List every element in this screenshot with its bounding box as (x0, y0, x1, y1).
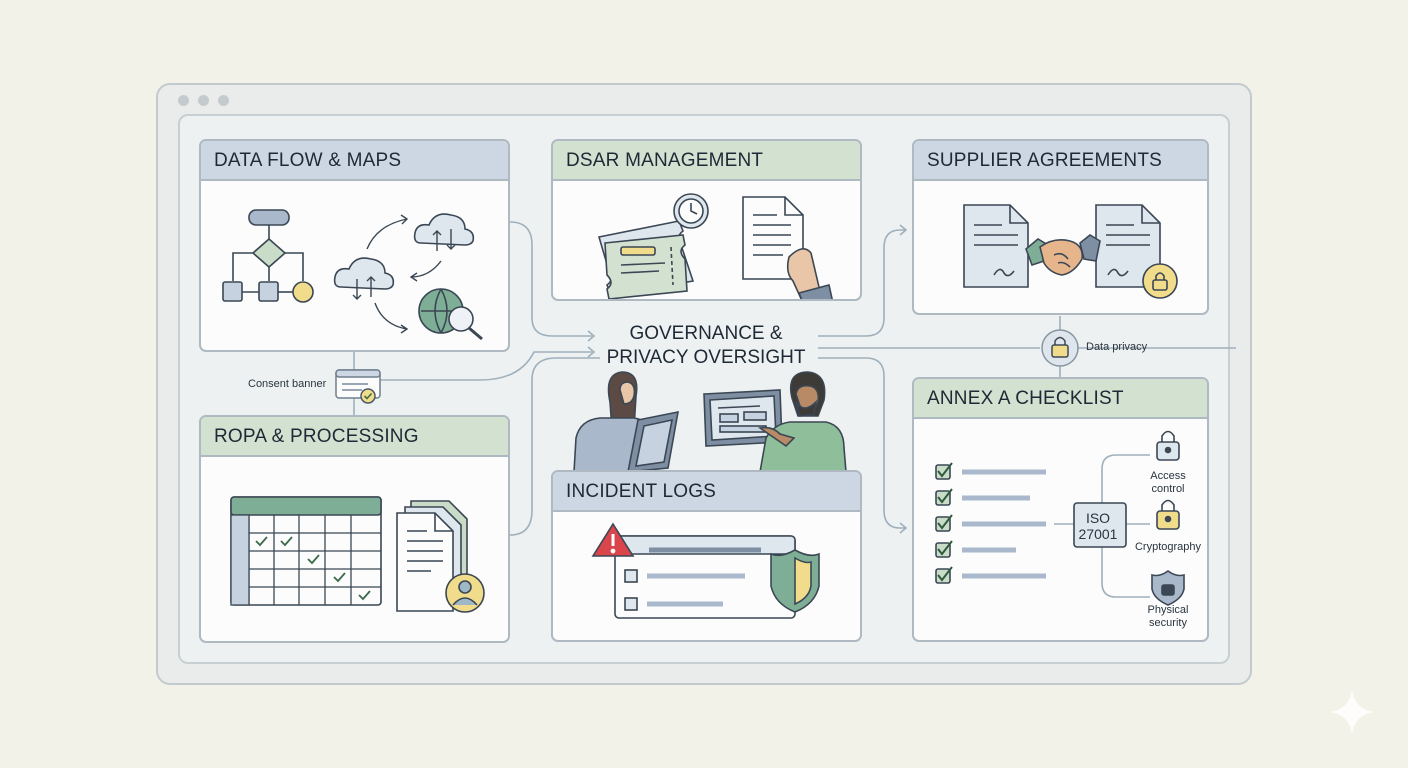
iso-label-line: ISO (1085, 510, 1111, 526)
incident-panel[interactable]: INCIDENT LOGS (551, 470, 862, 642)
panel-title: SUPPLIER AGREEMENTS (914, 141, 1207, 181)
supplier-panel[interactable]: SUPPLIER AGREEMENTS (912, 139, 1209, 315)
people-tablet-illustration (573, 371, 847, 472)
shield-icon (1151, 570, 1185, 606)
central-hub-title: GOVERNANCE & PRIVACY OVERSIGHT (596, 322, 816, 370)
data-flow-panel[interactable]: DATA FLOW & MAPS (199, 139, 510, 352)
consent-banner-label: Consent banner (248, 378, 327, 390)
contract-handshake-icon (963, 204, 1178, 299)
window-dot-icon (218, 95, 229, 106)
label-line: Physical (1147, 604, 1189, 616)
data-privacy-label: Data privacy (1086, 341, 1148, 353)
iso-27001-box: ISO 27001 (1072, 510, 1124, 542)
ropa-panel[interactable]: ROPA & PROCESSING (199, 415, 510, 643)
dsar-panel[interactable]: DSAR MANAGEMENT (551, 139, 862, 301)
lock-icon (1156, 430, 1180, 461)
consent-banner-icon (335, 369, 381, 404)
window-dot-icon (178, 95, 189, 106)
incident-log-icon (591, 522, 820, 619)
window-dot-icon (198, 95, 209, 106)
spreadsheet-files-icon (230, 496, 485, 613)
annex-panel[interactable]: ANNEX A CHECKLIST (912, 377, 1209, 642)
panel-title: INCIDENT LOGS (553, 472, 860, 512)
panel-title: DSAR MANAGEMENT (553, 141, 860, 181)
label-line: control (1151, 483, 1185, 495)
central-hub-title-line: GOVERNANCE & (629, 323, 783, 344)
panel-title: DATA FLOW & MAPS (201, 141, 508, 181)
cryptography-label: Cryptography (1134, 541, 1202, 553)
lock-icon (1156, 499, 1180, 530)
checklist-icon (935, 462, 1046, 584)
flowchart-cloud-icon (222, 209, 483, 341)
physical-security-label: Physical security (1136, 604, 1200, 630)
data-privacy-lock-icon (1041, 329, 1079, 367)
label-line: security (1149, 617, 1187, 629)
sparkle-icon (1330, 690, 1374, 734)
ticket-document-icon (597, 193, 833, 299)
access-control-label: Access control (1136, 470, 1200, 496)
central-hub-title-line: PRIVACY OVERSIGHT (606, 347, 806, 368)
label-line: Access (1150, 470, 1186, 482)
iso-label-line: 27001 (1078, 526, 1118, 542)
panel-title: ANNEX A CHECKLIST (914, 379, 1207, 419)
checklist-iso-diagram (935, 430, 1185, 606)
panel-title: ROPA & PROCESSING (201, 417, 508, 457)
